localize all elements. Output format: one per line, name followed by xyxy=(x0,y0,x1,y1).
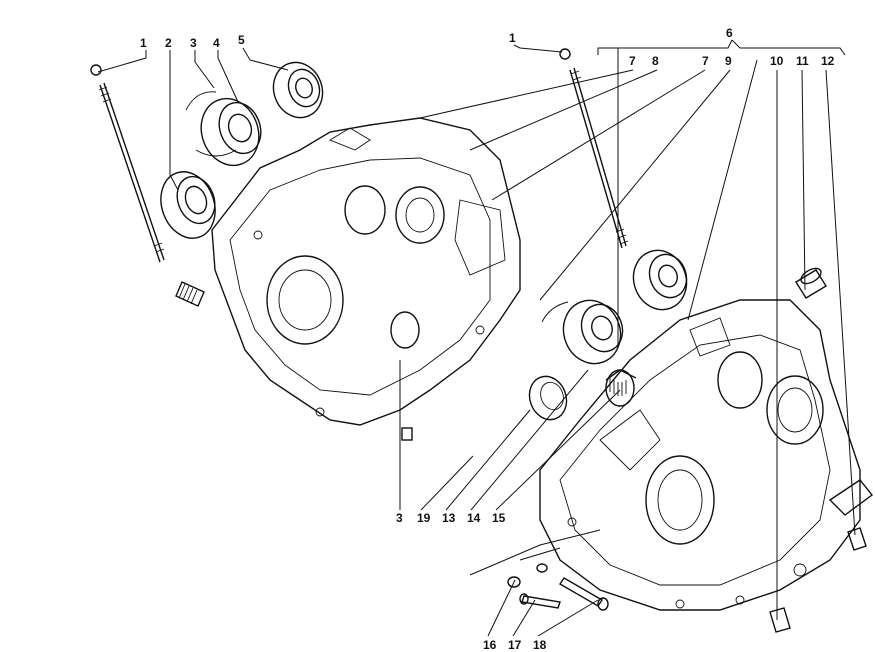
callout-12: 12 xyxy=(821,54,835,68)
bolt-18 xyxy=(536,563,609,611)
callout-labels: 1 2 3 4 5 1 6 7 8 7 9 10 11 12 3 19 13 1… xyxy=(140,26,835,652)
bearing-right-upper xyxy=(632,249,688,311)
callout-8: 8 xyxy=(652,54,659,68)
bearing-19 xyxy=(541,299,624,365)
left-stud xyxy=(90,64,165,263)
callout-13: 13 xyxy=(442,511,456,525)
bearing-5 xyxy=(272,61,324,119)
needle-bearing-14 xyxy=(605,369,637,407)
callout-11: 11 xyxy=(796,54,809,68)
callout-5: 5 xyxy=(238,33,245,47)
callout-1-left: 1 xyxy=(140,36,147,50)
dowel-12 xyxy=(847,527,867,551)
right-stud xyxy=(559,48,629,249)
dowel-11 xyxy=(795,267,827,299)
callout-9: 9 xyxy=(725,54,732,68)
right-crankcase-half xyxy=(539,299,874,611)
callout-17: 17 xyxy=(508,638,522,652)
callout-7-second: 7 xyxy=(702,54,709,68)
callout-14: 14 xyxy=(467,511,481,525)
leader-lines xyxy=(97,39,856,637)
bolt-17 xyxy=(519,593,561,609)
threaded-plug xyxy=(175,281,205,307)
callout-16: 16 xyxy=(483,638,497,652)
callout-19: 19 xyxy=(417,511,431,525)
left-crankcase-half xyxy=(211,117,521,441)
callout-3-top: 3 xyxy=(190,36,197,50)
callout-6: 6 xyxy=(726,26,733,40)
callout-2: 2 xyxy=(165,36,172,50)
callout-10: 10 xyxy=(770,54,784,68)
washer-16 xyxy=(507,576,521,588)
callout-7-first: 7 xyxy=(629,54,636,68)
bearing-2 xyxy=(160,171,216,239)
callout-15: 15 xyxy=(492,511,506,525)
bearing-13 xyxy=(528,375,568,421)
callout-3-bottom: 3 xyxy=(396,511,403,525)
callout-1-right: 1 xyxy=(509,31,516,45)
dowel-10 xyxy=(769,607,791,633)
bearing-4 xyxy=(185,91,262,167)
callout-4: 4 xyxy=(213,36,220,50)
callout-18: 18 xyxy=(533,638,547,652)
